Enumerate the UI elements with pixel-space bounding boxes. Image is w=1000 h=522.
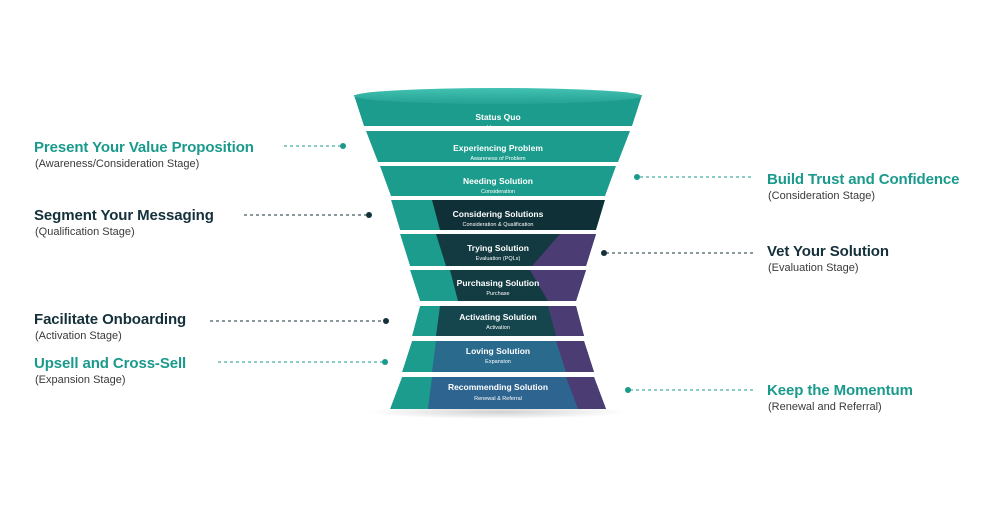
stage-subtitle: Purchase (486, 291, 509, 297)
callout-facilitate-onboarding: Facilitate Onboarding (Activation Stage) (34, 311, 186, 343)
callout-build-trust: Build Trust and Confidence (Consideratio… (767, 171, 960, 203)
stage-subtitle: Activation (486, 325, 510, 331)
connector-dot (366, 212, 372, 218)
funnel-stage-experiencing-problem (366, 131, 630, 162)
callout-subtitle: (Expansion Stage) (35, 374, 126, 386)
callout-title: Segment Your Messaging (34, 207, 214, 224)
stage-subtitle: Expansion (485, 359, 511, 365)
stage-subtitle: Consideration (481, 189, 515, 195)
stage-subtitle: Awareness of Problem (470, 156, 526, 162)
callout-title: Present Your Value Proposition (34, 139, 254, 156)
funnel-stage-needing-solution (380, 166, 616, 196)
callout-subtitle: (Renewal and Referral) (768, 401, 882, 413)
callout-title: Facilitate Onboarding (34, 311, 187, 328)
callout-vet-solution: Vet Your Solution (Evaluation Stage) (767, 243, 889, 275)
callout-segment-messaging: Segment Your Messaging (Qualification St… (34, 207, 214, 239)
stage-title: Experiencing Problem (453, 143, 543, 153)
connector-dot (340, 143, 346, 149)
stage-title: Activating Solution (459, 312, 536, 322)
funnel-stage-trying-solution (400, 234, 596, 266)
callout-subtitle: (Qualification Stage) (35, 226, 135, 238)
callout-subtitle: (Awareness/Consideration Stage) (35, 158, 200, 170)
stage-title: Loving Solution (466, 346, 530, 356)
stage-subtitle: Renewal & Referral (474, 396, 522, 402)
callout-value-proposition: Present Your Value Proposition (Awarenes… (34, 139, 254, 171)
stage-title: Considering Solutions (453, 209, 544, 219)
stage-title: Needing Solution (463, 176, 533, 186)
callout-title: Build Trust and Confidence (767, 171, 960, 188)
connector-dot (601, 250, 607, 256)
stage-title: Recommending Solution (448, 382, 548, 392)
callout-subtitle: (Activation Stage) (35, 330, 122, 342)
stage-subtitle: Unaware (487, 125, 509, 131)
callout-title: Upsell and Cross-Sell (34, 355, 187, 372)
callout-upsell-cross-sell: Upsell and Cross-Sell (Expansion Stage) (34, 355, 186, 387)
connector-dot (634, 174, 640, 180)
callout-subtitle: (Evaluation Stage) (768, 262, 859, 274)
callout-title: Keep the Momentum (767, 382, 913, 399)
stage-subtitle: Evaluation (PQLs) (476, 256, 521, 262)
connector-dot (383, 318, 389, 324)
funnel-stage-activating-solution (412, 306, 584, 336)
stage-title: Trying Solution (467, 243, 529, 253)
stage-title: Purchasing Solution (457, 278, 540, 288)
funnel-stage-recommending-solution (390, 377, 606, 409)
funnel-stage-considering-solutions (391, 200, 605, 230)
callout-keep-momentum: Keep the Momentum (Renewal and Referral) (767, 382, 913, 414)
stage-subtitle: Consideration & Qualification (463, 222, 534, 228)
funnel-stage-status-quo (354, 88, 642, 126)
callout-title: Vet Your Solution (767, 243, 889, 260)
stage-title: Status Quo (475, 112, 520, 122)
connector-dot (382, 359, 388, 365)
funnel-stage-purchasing-solution (410, 270, 586, 301)
connector-dot (625, 387, 631, 393)
callout-subtitle: (Consideration Stage) (768, 190, 876, 202)
